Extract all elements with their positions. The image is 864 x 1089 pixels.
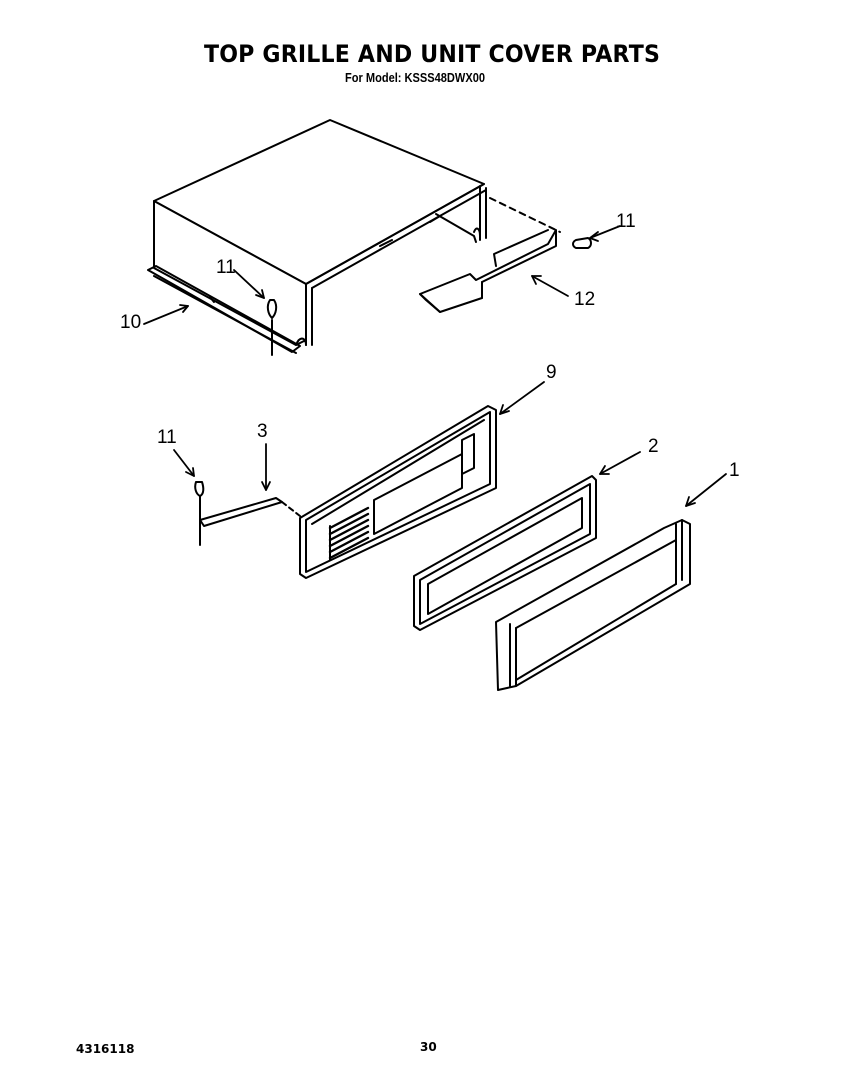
callout-11-screw-cover: 11	[216, 257, 236, 278]
callout-9-grille-panel: 9	[546, 362, 557, 383]
callout-3-rod: 3	[257, 421, 268, 442]
screw-icon	[268, 300, 276, 355]
screw-icon	[573, 238, 591, 248]
model-subtitle: For Model: KSSS48DWX00	[344, 70, 485, 85]
rod-part	[200, 498, 282, 526]
callout-2-grille-frame: 2	[648, 436, 659, 457]
screw-icon	[195, 482, 203, 545]
callout-11-screw-right: 11	[616, 211, 636, 232]
callout-11-screw-left: 11	[157, 427, 177, 448]
grille-panel-part	[282, 406, 496, 578]
callout-1-grille-trim: 1	[729, 460, 740, 481]
document-number: 4316118	[76, 1042, 135, 1056]
grille-trim-part	[496, 520, 690, 690]
leader-lines	[144, 226, 726, 506]
callout-12-bracket: 12	[574, 289, 596, 310]
unit-cover-part	[148, 120, 560, 353]
callout-10-unit-cover: 10	[120, 312, 142, 333]
page-number: 30	[420, 1040, 437, 1054]
bracket-part	[420, 230, 556, 312]
page-title: TOP GRILLE AND UNIT COVER PARTS	[203, 40, 661, 68]
grille-frame-part	[414, 476, 596, 630]
